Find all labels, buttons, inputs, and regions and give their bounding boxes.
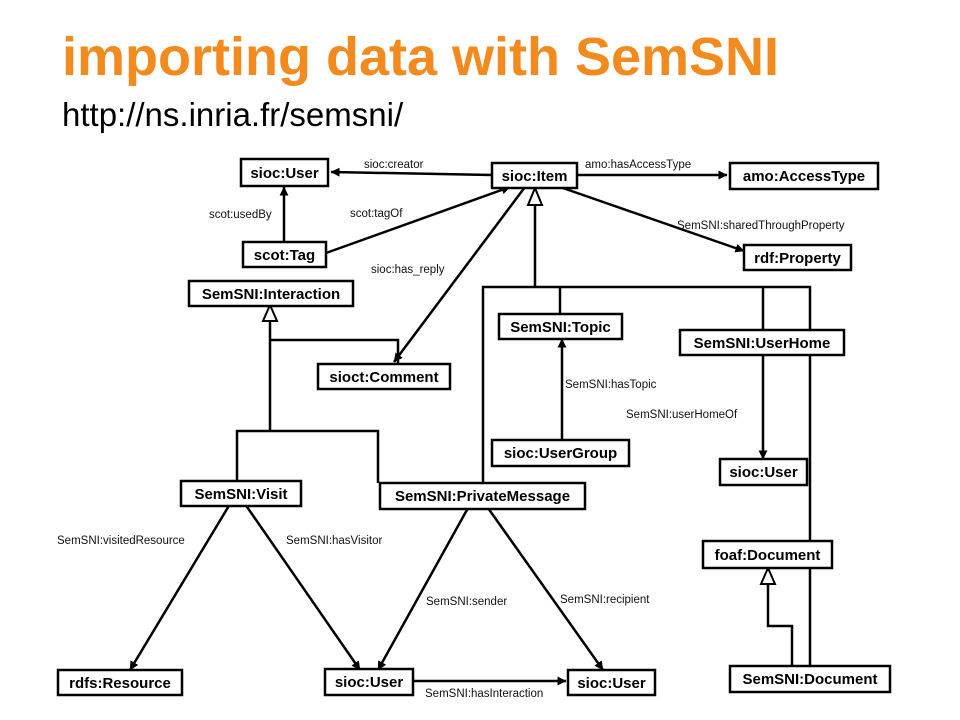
edges xyxy=(128,167,768,686)
node-amo-access-type-label: amo:AccessType xyxy=(743,168,865,185)
slide-title: importing data with SemSNI xyxy=(62,27,780,87)
inherit-head-foaf-document xyxy=(759,565,777,585)
label-semsni-visited-resource: SemSNI:visitedResource xyxy=(57,535,185,547)
node-semsni-interaction: SemSNI:Interaction xyxy=(187,279,355,308)
node-sioc-user-right: sioc:User xyxy=(718,457,809,487)
node-semsni-private-message: SemSNI:PrivateMessage xyxy=(378,481,587,511)
node-sioct-comment: sioct:Comment xyxy=(316,362,452,391)
label-semsni-has-topic: SemSNI:hasTopic xyxy=(565,379,657,391)
node-semsni-document: SemSNI:Document xyxy=(728,664,892,694)
node-sioc-item-label: sioc:Item xyxy=(502,168,568,185)
node-scot-tag: scot:Tag xyxy=(241,240,328,269)
node-semsni-user-home-label: SemSNI:UserHome xyxy=(694,335,831,352)
inherit-document-to-foaf-document xyxy=(766,584,794,666)
node-semsni-user-home: SemSNI:UserHome xyxy=(678,328,846,357)
node-rdf-property-label: rdf:Property xyxy=(754,250,841,267)
node-scot-tag-label: scot:Tag xyxy=(254,247,315,264)
edge-semsni-has-visitor xyxy=(243,503,362,671)
inherit-branch-visit-pm xyxy=(235,429,380,483)
node-sioc-user-bottom-right: sioc:User xyxy=(566,668,657,697)
label-semsni-has-visitor: SemSNI:hasVisitor xyxy=(286,535,382,547)
edge-semsni-visited-resource xyxy=(128,503,232,671)
label-sioc-has-reply: sioc:has_reply xyxy=(371,264,445,276)
label-scot-tag-of: scot:tagOf xyxy=(350,208,403,220)
label-scot-used-by: scot:usedBy xyxy=(209,209,272,221)
node-rdf-property: rdf:Property xyxy=(742,243,853,272)
node-semsni-interaction-label: SemSNI:Interaction xyxy=(202,286,340,303)
node-sioc-user-group: sioc:UserGroup xyxy=(490,438,631,468)
node-rdfs-resource-label: rdfs:Resource xyxy=(69,675,171,692)
node-sioc-user-top-label: sioc:User xyxy=(250,165,319,182)
node-sioc-user-top: sioc:User xyxy=(239,157,330,188)
label-semsni-recipient: SemSNI:recipient xyxy=(560,594,650,606)
node-semsni-visit: SemSNI:Visit xyxy=(179,479,303,508)
nodes: sioc:User sioc:Item amo:AccessType scot:… xyxy=(56,157,892,697)
inherit-item-branch xyxy=(481,285,812,667)
edge-semsni-sender xyxy=(376,507,470,671)
edge-scot-tag-of xyxy=(325,185,511,255)
label-semsni-sender: SemSNI:sender xyxy=(426,596,507,608)
generalization-heads xyxy=(261,185,777,585)
edge-sioc-has-reply xyxy=(392,186,527,363)
label-semsni-user-home-of: SemSNI:userHomeOf xyxy=(626,409,738,421)
node-sioc-user-bottom-left: sioc:User xyxy=(323,667,415,697)
node-semsni-private-message-label: SemSNI:PrivateMessage xyxy=(395,488,570,505)
node-rdfs-resource: rdfs:Resource xyxy=(56,668,184,697)
node-sioct-comment-label: sioct:Comment xyxy=(329,369,438,386)
node-sioc-user-group-label: sioc:UserGroup xyxy=(504,445,617,462)
label-semsni-has-interaction: SemSNI:hasInteraction xyxy=(425,688,543,700)
inherit-head-interaction xyxy=(261,302,279,322)
label-sioc-creator: sioc:creator xyxy=(364,159,424,171)
node-sioc-user-bottom-left-label: sioc:User xyxy=(335,674,404,691)
node-sioc-user-right-label: sioc:User xyxy=(729,464,798,481)
node-semsni-topic-label: SemSNI:Topic xyxy=(510,319,611,336)
label-amo-has-access-type: amo:hasAccessType xyxy=(585,159,691,171)
edge-sioc-creator xyxy=(330,167,493,177)
inherit-head-item xyxy=(526,185,544,206)
edge-semsni-recipient xyxy=(486,507,605,671)
node-foaf-document: foaf:Document xyxy=(701,539,834,570)
node-sioc-item: sioc:Item xyxy=(490,161,579,190)
label-semsni-shared-through-property: SemSNI:sharedThroughProperty xyxy=(677,220,845,232)
slide-subtitle-url: http://ns.inria.fr/semsni/ xyxy=(62,96,404,133)
edge-labels: sioc:creator amo:hasAccessType scot:used… xyxy=(57,159,845,700)
node-semsni-topic: SemSNI:Topic xyxy=(497,312,624,341)
node-amo-access-type: amo:AccessType xyxy=(728,161,880,191)
edge-semsni-shared-through-property xyxy=(559,185,745,253)
node-semsni-visit-label: SemSNI:Visit xyxy=(194,486,287,503)
node-sioc-user-bottom-right-label: sioc:User xyxy=(577,675,646,692)
node-semsni-document-label: SemSNI:Document xyxy=(742,671,877,688)
generalization-lines xyxy=(235,205,812,667)
node-foaf-document-label: foaf:Document xyxy=(715,547,821,564)
inherit-comment-to-interaction xyxy=(270,338,400,364)
